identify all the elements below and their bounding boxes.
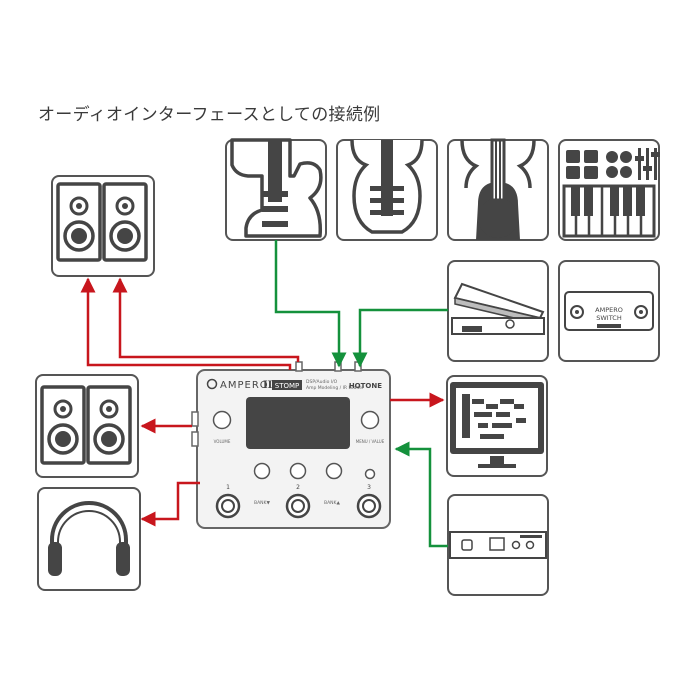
device-spec-line1: DSP/Audio I/O [306,379,338,385]
device-model-badge: STOMP [275,382,300,390]
input-arrow-expression-pedal [352,308,448,368]
input-connections [274,240,448,548]
tap-button[interactable] [364,468,376,480]
acoustic-guitar-box-1 [336,139,438,241]
footswitch-number-3: 3 [367,484,371,491]
input-arrow-guitar [274,240,347,368]
menu-value-knob-label: MENU / VALUE [356,439,385,444]
acoustic-guitar-box-2 [447,138,549,241]
bank-up-label: BANK▲ [324,500,340,506]
footswitch-label-line2: SWITCH [596,314,622,322]
footswitch-number-1: 1 [226,484,230,491]
output-arrow-monitor-top-left [80,277,292,370]
output-arrow-monitor-top-right [112,277,300,362]
footswitch-label-line1: AMPERO [595,306,623,314]
footswitch-number-2: 2 [296,484,300,491]
device-model-name: AMPERO [220,380,269,391]
footswitch-2[interactable] [285,493,311,519]
headphones-icon [48,501,130,576]
bank-down-label: BANK▼ [254,500,270,506]
device-spec-line2: Amp Modeling / IR Loader [306,385,364,391]
speaker-left-icon [56,182,102,262]
control-knob-2[interactable] [289,462,307,480]
footswitch-3[interactable] [356,493,382,519]
device-screen [246,397,350,449]
acoustic-guitar-icon [460,138,536,240]
output-arrow-headphones [140,481,200,527]
speaker-left-icon [40,385,86,465]
midi-keyboard-icon [562,148,660,238]
expression-pedal-box [447,260,549,362]
acoustic-guitar-icon [350,139,424,234]
footswitch-icon: AMPERO SWITCH [564,291,654,331]
computer-box [446,375,548,477]
rear-panel-box [447,494,549,596]
studio-monitors-side [35,374,139,478]
expression-pedal-icon [451,282,545,335]
speaker-right-icon [86,385,132,465]
page-title: オーディオインターフェースとしての接続例 [38,105,381,125]
brand-logo-icon [206,378,218,390]
ampero-device: AMPERO II STOMP DSP/Audio I/O Amp Modeli… [191,361,391,529]
footswitch-box: AMPERO SWITCH [558,260,660,362]
electric-guitar-icon [230,138,323,238]
computer-monitor-icon [450,382,544,468]
volume-knob-label: VOLUME [214,439,231,444]
midi-keyboard-box [558,139,660,241]
volume-knob[interactable] [212,410,232,430]
footswitch-1[interactable] [215,493,241,519]
menu-value-knob[interactable] [360,410,380,430]
input-arrow-computer-return [394,441,448,548]
control-knob-3[interactable] [325,462,343,480]
headphones-box [37,487,141,591]
output-connections [80,277,445,527]
electric-guitar-box [225,138,327,241]
speaker-right-icon [102,182,148,262]
device-model-suffix: II [263,380,273,391]
studio-monitors-top [51,175,155,277]
device-maker-logo: HOTONE [349,382,382,390]
control-knob-1[interactable] [253,462,271,480]
device-rear-panel-icon [449,531,547,559]
